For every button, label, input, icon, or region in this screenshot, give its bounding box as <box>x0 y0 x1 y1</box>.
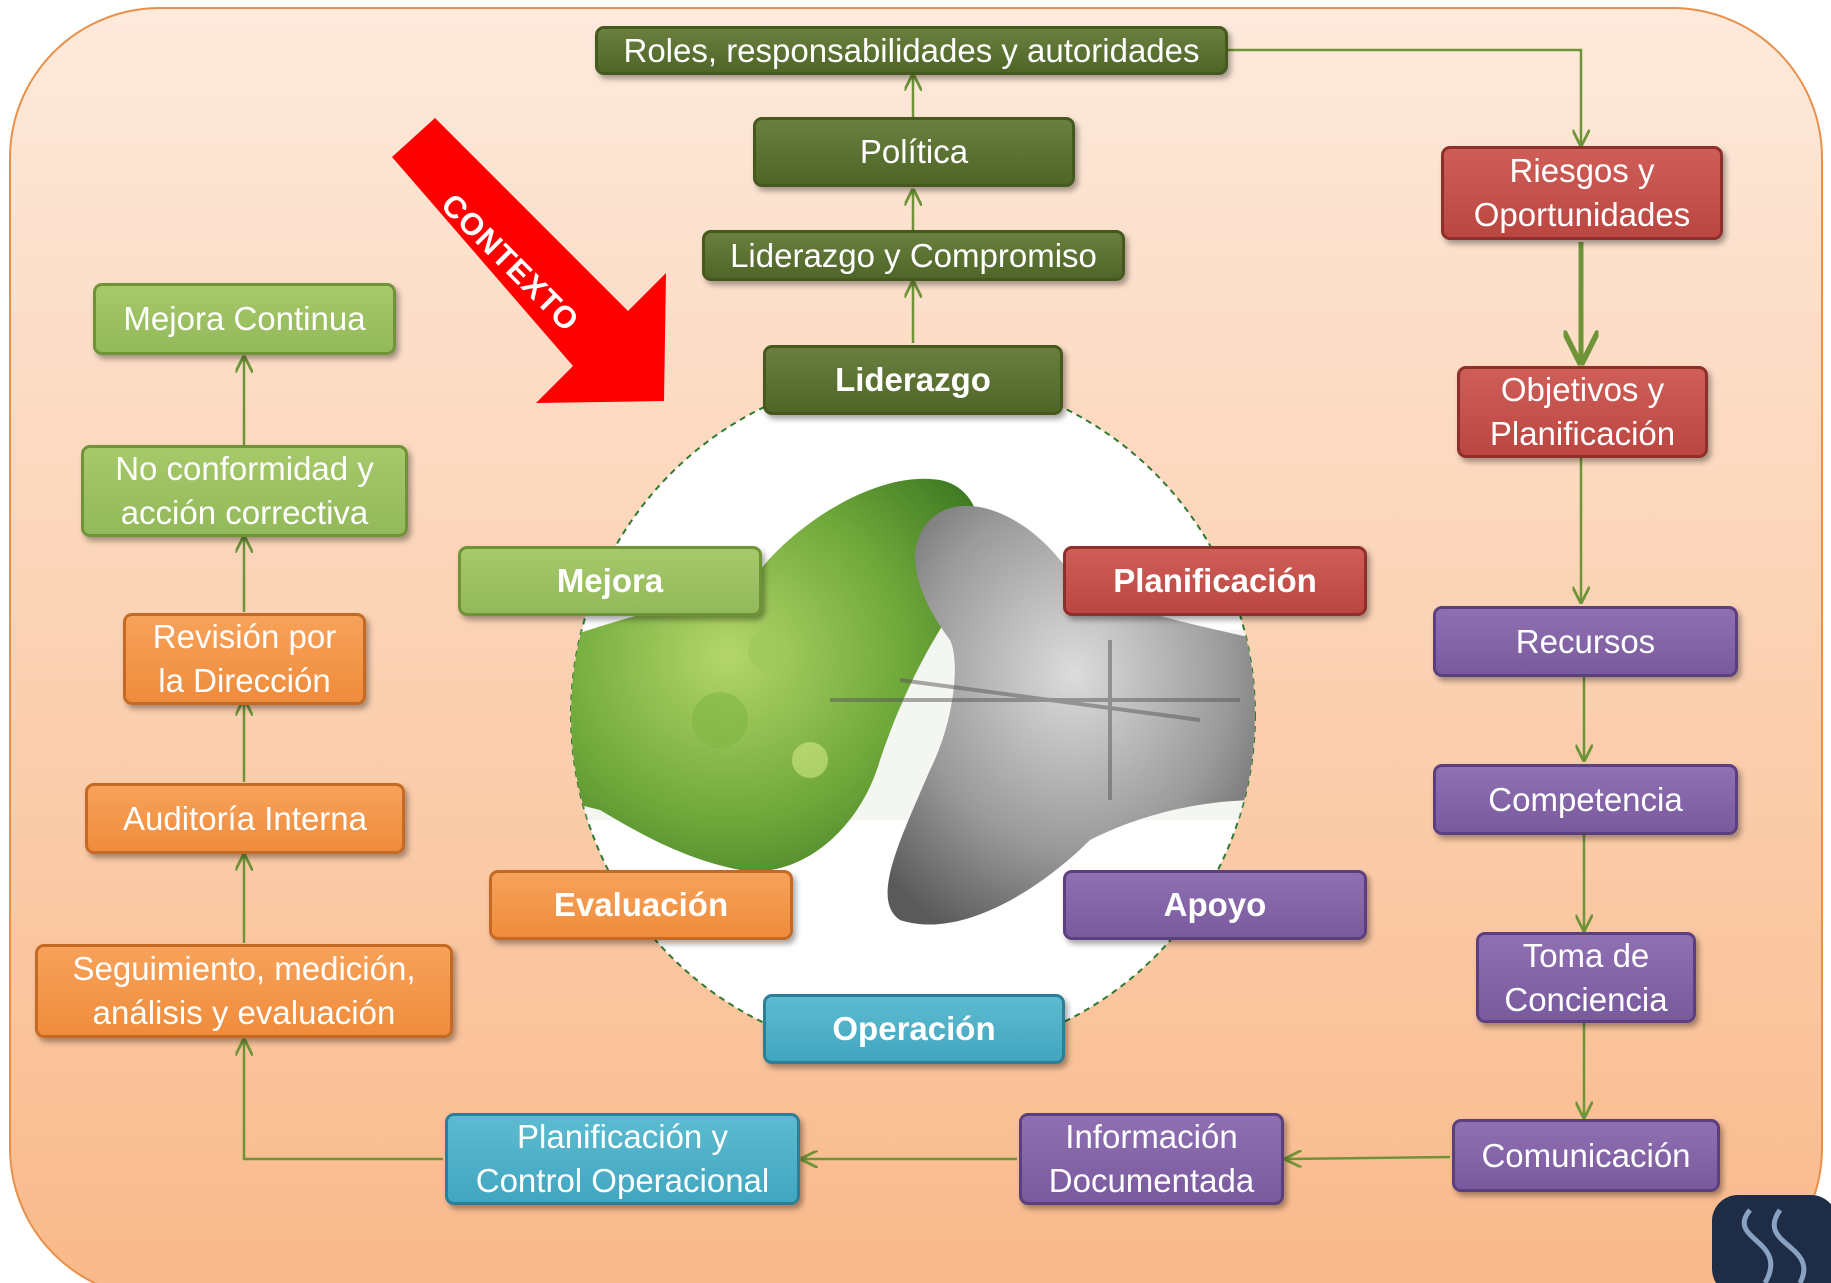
node-planificacion: Planificación <box>1063 546 1367 616</box>
contexto-arrow <box>392 118 666 403</box>
node-seguimiento-medicion: Seguimiento, medición, análisis y evalua… <box>35 944 453 1038</box>
node-competencia: Competencia <box>1433 764 1738 835</box>
node-operacion: Operación <box>763 994 1065 1064</box>
node-revision-direccion: Revisión por la Dirección <box>123 613 366 705</box>
node-politica: Política <box>753 117 1075 187</box>
wave-logo-icon <box>1712 1195 1831 1283</box>
fist-bump-hands-icon <box>571 478 1255 925</box>
node-evaluacion: Evaluación <box>489 870 793 940</box>
node-planificacion-control-operacional: Planificación y Control Operacional <box>445 1113 800 1205</box>
node-objetivos-planificacion: Objetivos y Planificación <box>1457 366 1708 458</box>
node-riesgos-oportunidades: Riesgos y Oportunidades <box>1441 146 1723 240</box>
arrow-roles-to-riesgos <box>1228 48 1581 145</box>
node-auditoria-interna: Auditoría Interna <box>85 783 405 854</box>
arrow-planificacion-control-to-seguimiento <box>244 1040 443 1161</box>
arrow-comunicacion-to-informacion <box>1286 1157 1451 1159</box>
node-mejora-continua: Mejora Continua <box>93 283 396 355</box>
node-roles-responsabilidades: Roles, responsabilidades y autoridades <box>595 26 1228 75</box>
node-mejora: Mejora <box>458 546 762 616</box>
node-liderazgo-compromiso: Liderazgo y Compromiso <box>702 230 1125 281</box>
node-comunicacion: Comunicación <box>1452 1119 1720 1192</box>
node-recursos: Recursos <box>1433 606 1738 677</box>
node-apoyo: Apoyo <box>1063 870 1367 940</box>
node-liderazgo: Liderazgo <box>763 345 1063 415</box>
node-toma-conciencia: Toma de Conciencia <box>1476 932 1696 1023</box>
node-no-conformidad: No conformidad y acción correctiva <box>81 445 408 537</box>
node-informacion-documentada: Información Documentada <box>1019 1113 1284 1205</box>
